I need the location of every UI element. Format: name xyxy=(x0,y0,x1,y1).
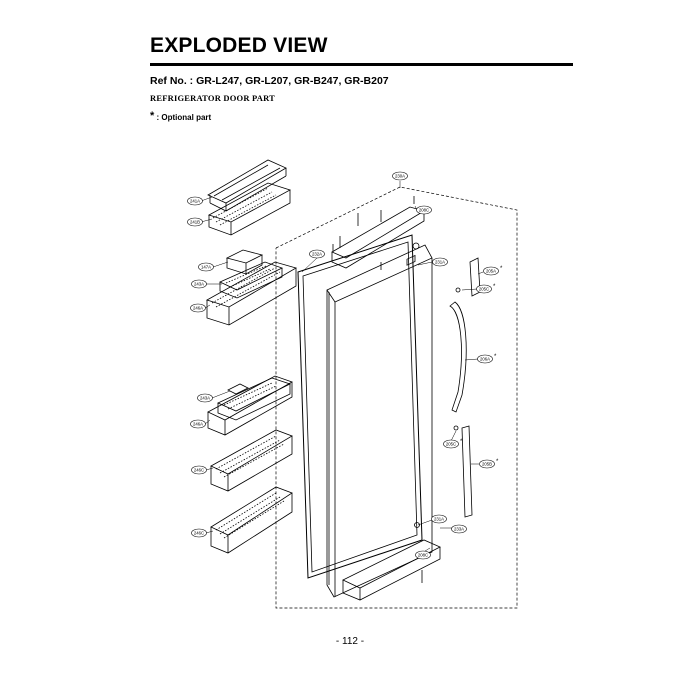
optional-star: * xyxy=(150,110,155,122)
svg-text:*: * xyxy=(496,459,499,465)
callout-246a-top: 246A xyxy=(190,303,206,313)
callout-208c-bottom: 208C xyxy=(415,550,431,560)
callout-232a: 232A xyxy=(309,249,325,259)
callout-241a: 241A xyxy=(187,196,203,206)
bin-246a-top xyxy=(205,261,298,326)
svg-text:243A: 243A xyxy=(200,396,210,401)
callout-205b: 205B * xyxy=(479,459,499,469)
screw-205c-top xyxy=(455,287,461,293)
callout-208c-top: 208C xyxy=(416,205,432,215)
callout-205a: 205A * xyxy=(483,266,503,276)
svg-text:*: * xyxy=(500,266,503,272)
callouts: 241A 241B 147A 243A 246A 243A 246A 246C … xyxy=(187,171,503,560)
bin-241b xyxy=(207,182,292,236)
tray-243a-mid xyxy=(217,377,292,421)
gasket-232a xyxy=(297,234,423,579)
callout-205c-bottom: 205C * xyxy=(443,439,463,449)
svg-text:*: * xyxy=(460,439,463,445)
svg-text:246A: 246A xyxy=(193,422,203,427)
callout-230a: 230A xyxy=(392,171,408,181)
callout-241b: 241B xyxy=(187,217,203,227)
svg-text:147A: 147A xyxy=(201,265,211,270)
optional-note: * : Optional part xyxy=(150,110,211,122)
bin-246c-upper xyxy=(210,429,293,492)
svg-text:*: * xyxy=(493,284,496,290)
callout-147a: 147A xyxy=(198,262,214,272)
page-title: EXPLODED VIEW xyxy=(150,34,328,57)
svg-text:205A: 205A xyxy=(486,269,496,274)
svg-text:241B: 241B xyxy=(190,220,200,225)
title-underline xyxy=(150,63,573,66)
callout-246c-lower: 246C xyxy=(191,528,207,538)
svg-text:206A: 206A xyxy=(480,357,490,362)
svg-text:246C: 246C xyxy=(194,468,204,473)
bin-241a xyxy=(207,159,287,212)
ref-number: Ref No. : GR-L247, GR-L207, GR-B247, GR-… xyxy=(150,75,389,87)
svg-text:233A: 233A xyxy=(454,527,464,532)
svg-text:208C: 208C xyxy=(419,208,429,213)
svg-text:205B: 205B xyxy=(482,462,492,467)
box-147a xyxy=(225,249,264,275)
callout-243a-top: 243A xyxy=(191,279,207,289)
svg-text:246C: 246C xyxy=(194,531,204,536)
callout-246c-upper: 246C xyxy=(191,465,207,475)
leader-lines xyxy=(200,181,484,552)
svg-text:205C: 205C xyxy=(446,442,456,447)
svg-text:232A: 232A xyxy=(312,252,322,257)
svg-text:241A: 241A xyxy=(190,199,200,204)
door-panel xyxy=(326,244,433,598)
hinge-bottom-208c xyxy=(342,522,441,601)
bin-246c-lower xyxy=(210,486,293,554)
optional-label: : Optional part xyxy=(156,113,212,122)
svg-text:*: * xyxy=(494,354,497,360)
svg-text:205C: 205C xyxy=(479,287,489,292)
svg-text:208C: 208C xyxy=(418,553,428,558)
callout-205c-top: 205C * xyxy=(476,284,496,294)
svg-text:231A: 231A xyxy=(435,260,445,265)
callout-231a-bottom: 231A xyxy=(431,514,447,524)
callout-231a-top: 231A xyxy=(432,257,448,267)
section-subtitle: REFRIGERATOR DOOR PART xyxy=(150,93,275,103)
callout-233a: 233A xyxy=(451,524,467,534)
callout-246a-mid: 246A xyxy=(190,419,206,429)
screw-205c-bottom xyxy=(453,425,459,431)
handle-strip-205b xyxy=(461,425,473,518)
callout-243a-mid: 243A xyxy=(197,393,213,403)
page-number: - 112 - xyxy=(335,636,365,647)
svg-text:246A: 246A xyxy=(193,306,203,311)
svg-text:243A: 243A xyxy=(194,282,204,287)
svg-text:231A: 231A xyxy=(434,517,444,522)
assembly-frame xyxy=(275,186,518,609)
callout-206a: 206A * xyxy=(477,354,497,364)
tray-243a-top xyxy=(219,261,284,299)
handle-206a xyxy=(449,301,467,413)
hinge-top-208c xyxy=(331,196,425,270)
bin-246a-mid xyxy=(207,375,293,436)
svg-text:230A: 230A xyxy=(395,174,405,179)
